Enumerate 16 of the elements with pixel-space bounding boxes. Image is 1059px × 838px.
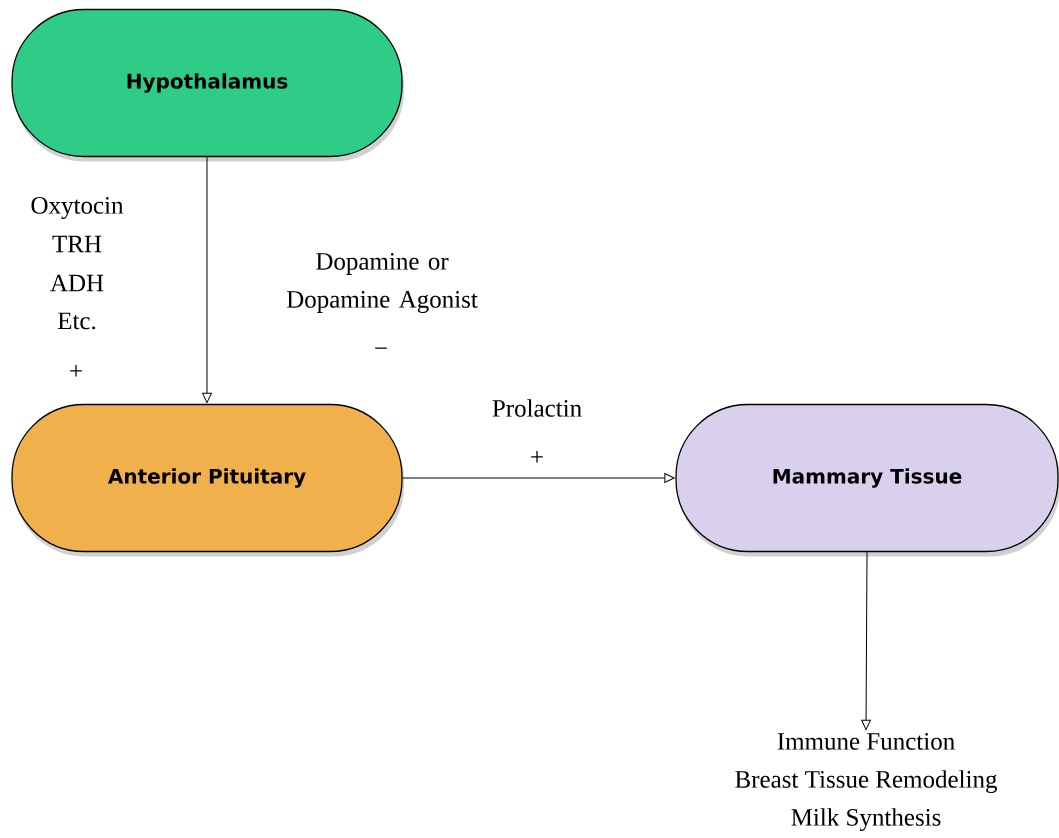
hormone-label: Etc.: [57, 312, 96, 330]
minus-sign: −: [375, 347, 387, 349]
arrow: [402, 473, 675, 483]
process-box: Mammary Tissue: [675, 403, 1059, 557]
hormone-label: Oxytocin: [31, 197, 124, 219]
outcome-list: Immune Function Breast Tissue Remodeling Milk Synthesis: [735, 733, 998, 831]
plus-sign: +: [70, 364, 82, 377]
plus-sign: +: [531, 450, 543, 463]
edge-label: Prolactin: [492, 399, 582, 417]
process-box: Hypothalamus: [11, 8, 404, 162]
hormone-label: TRH: [52, 235, 102, 253]
process-box: Anterior Pituitary: [11, 403, 404, 557]
hormone-label: ADH: [50, 274, 104, 292]
arrow: [861, 551, 871, 731]
hormone-label: Dopamine or Dopamine Agonist: [286, 253, 478, 313]
arrow: [202, 156, 212, 404]
